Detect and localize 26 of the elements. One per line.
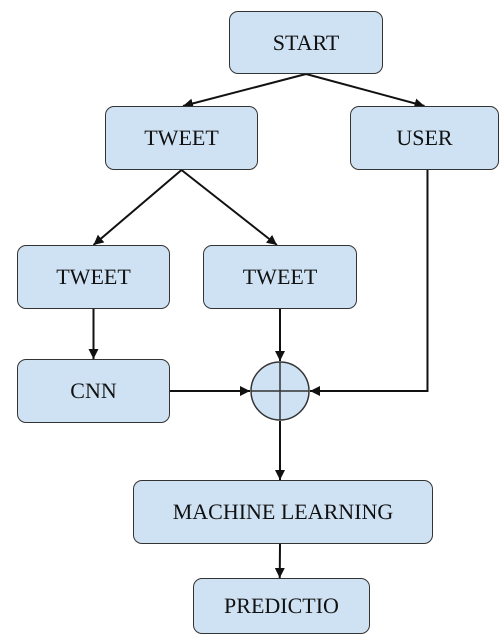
arrow bbox=[306, 73, 425, 108]
box-label: TWEET bbox=[242, 264, 318, 290]
box-label: TWEET bbox=[144, 125, 219, 151]
box-label: USER bbox=[396, 125, 453, 151]
arrow bbox=[275, 421, 285, 480]
arrow bbox=[275, 309, 285, 361]
process-box bbox=[203, 245, 357, 309]
process-box bbox=[105, 106, 258, 170]
process-box bbox=[17, 359, 170, 423]
arrow bbox=[170, 386, 250, 396]
box-label: CNN bbox=[70, 378, 117, 404]
process-box bbox=[133, 480, 433, 544]
arrow bbox=[274, 544, 285, 578]
arrow bbox=[182, 73, 306, 108]
box-label: TWEET bbox=[56, 264, 131, 290]
process-box bbox=[193, 578, 370, 634]
arrow bbox=[180, 169, 278, 246]
arrow bbox=[92, 169, 182, 246]
box-label: START bbox=[272, 30, 340, 56]
arrow bbox=[88, 309, 98, 359]
arrow bbox=[310, 170, 428, 396]
process-box bbox=[229, 11, 383, 74]
box-label: PREDICTIO bbox=[224, 593, 339, 619]
process-box bbox=[350, 106, 499, 170]
process-box bbox=[17, 245, 170, 309]
box-label: MACHINE LEARNING bbox=[172, 499, 394, 525]
